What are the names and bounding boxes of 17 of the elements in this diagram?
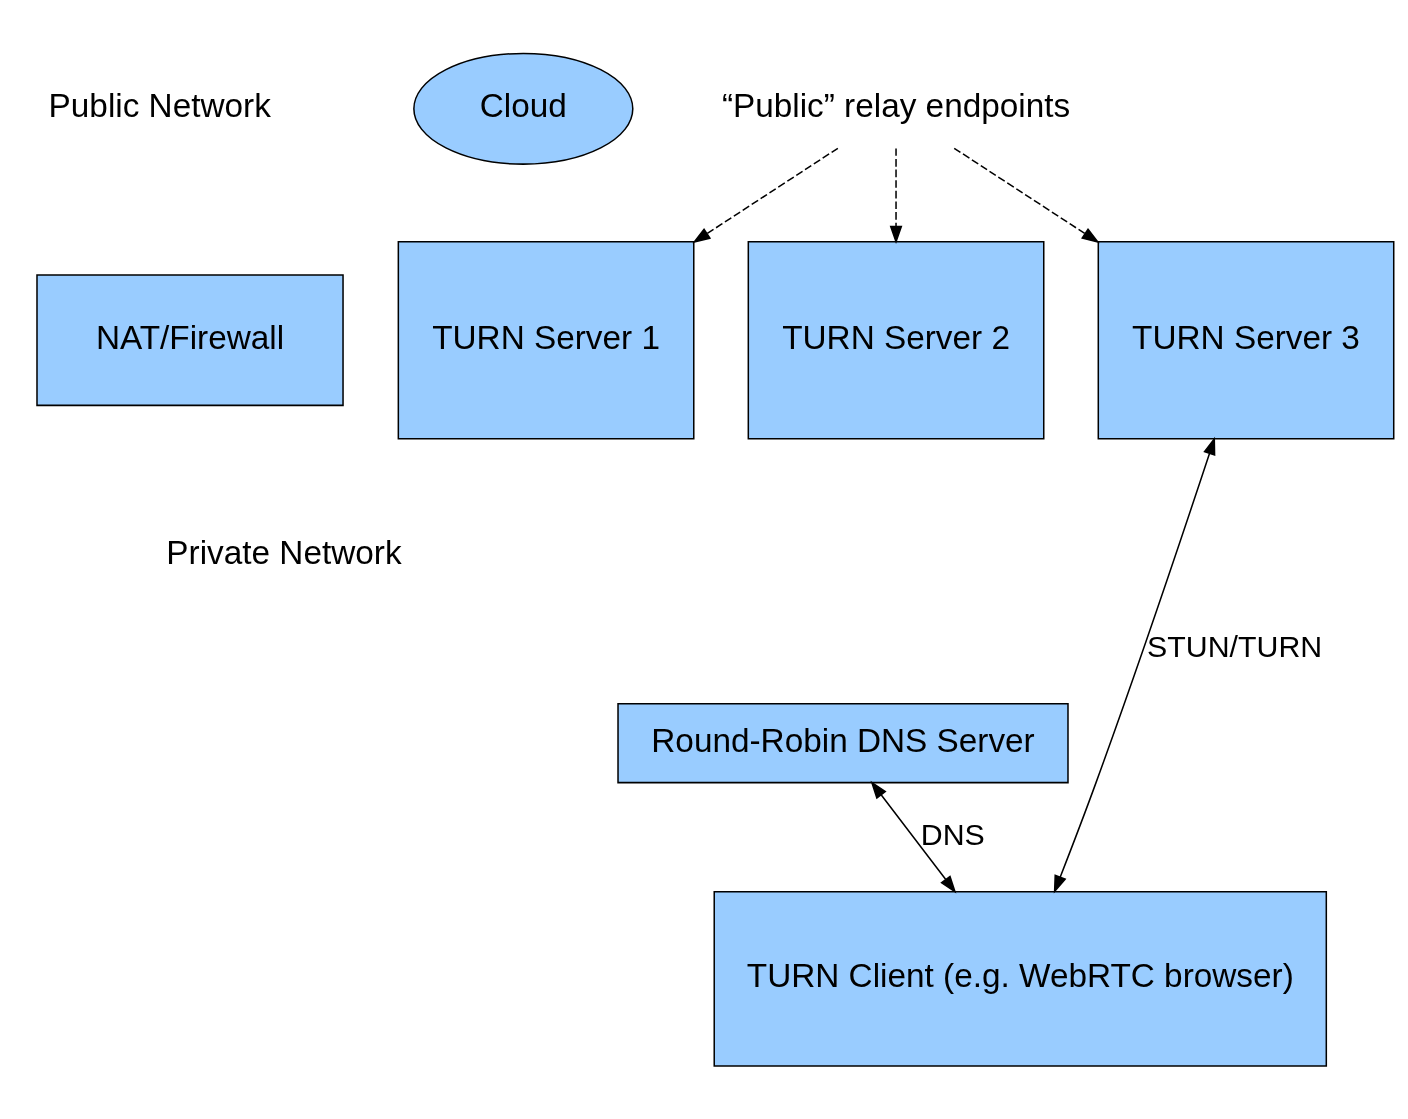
node-box: TURN Server 1	[397, 241, 695, 440]
node-ellipse: Cloud	[413, 52, 634, 165]
arrow	[889, 147, 903, 244]
label: Private Network	[166, 533, 402, 571]
arrow	[1053, 436, 1216, 894]
node-box: NAT/Firewall	[36, 274, 344, 407]
arrow	[953, 147, 1100, 244]
edge-label: DNS	[920, 817, 985, 851]
arrow	[870, 780, 957, 894]
node-box: TURN Server 3	[1097, 241, 1395, 440]
edge-label: STUN/TURN	[1147, 629, 1323, 663]
label: Public Network	[48, 87, 271, 125]
node-box: TURN Server 2	[747, 241, 1045, 440]
node-text: “Public” relay endpoints	[721, 87, 1071, 125]
arrow	[692, 147, 839, 244]
node-box: Round-Robin DNS Server	[617, 703, 1069, 784]
node-box: TURN Client (e.g. WebRTC browser)	[713, 890, 1328, 1067]
